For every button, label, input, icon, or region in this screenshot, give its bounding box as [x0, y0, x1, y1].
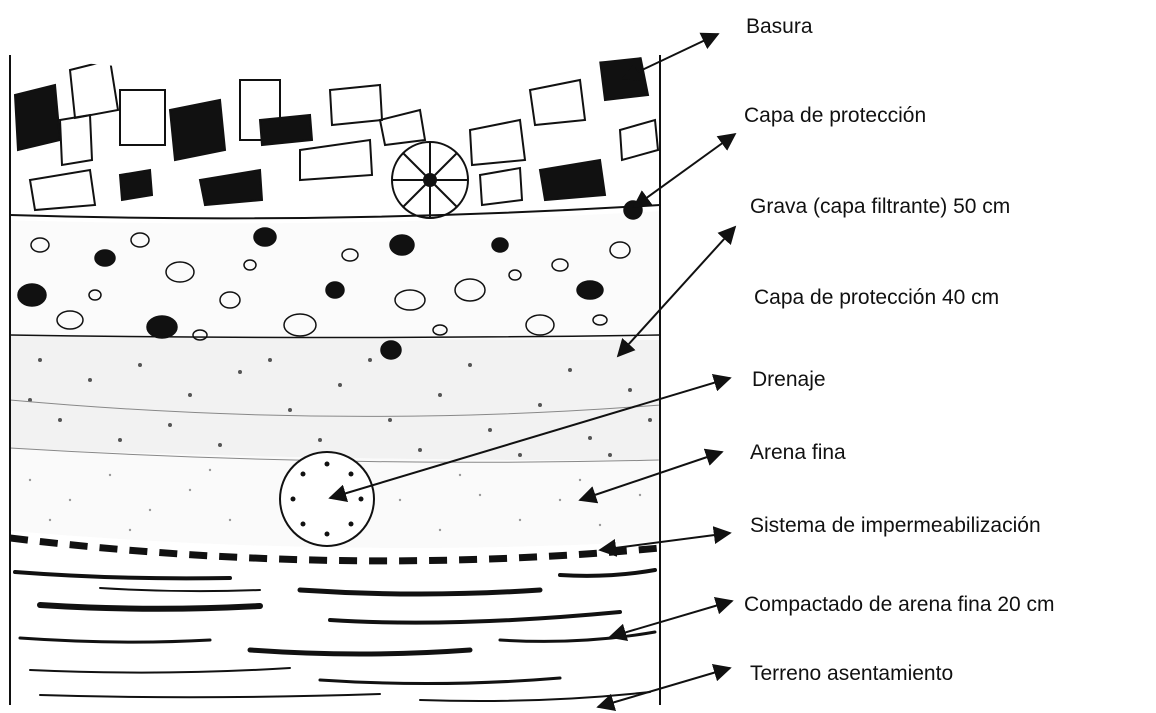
arrow-basura — [623, 34, 718, 79]
label-grava: Grava (capa filtrante) 50 cm — [750, 196, 1010, 217]
gravel-layer — [0, 210, 680, 340]
drainage-pipe — [280, 452, 374, 546]
label-terreno-asentamiento: Terreno asentamiento — [750, 663, 953, 684]
label-compactado-arena: Compactado de arena fina 20 cm — [744, 594, 1055, 615]
protection-layer — [0, 335, 680, 460]
label-arena-fina: Arena fina — [750, 442, 846, 463]
label-drenaje: Drenaje — [752, 369, 826, 390]
label-basura: Basura — [746, 16, 813, 37]
label-capa-proteccion-40: Capa de protección 40 cm — [754, 287, 999, 308]
label-capa-proteccion: Capa de protección — [744, 105, 926, 126]
label-sistema-impermeabilizacion: Sistema de impermeabilización — [750, 515, 1041, 536]
